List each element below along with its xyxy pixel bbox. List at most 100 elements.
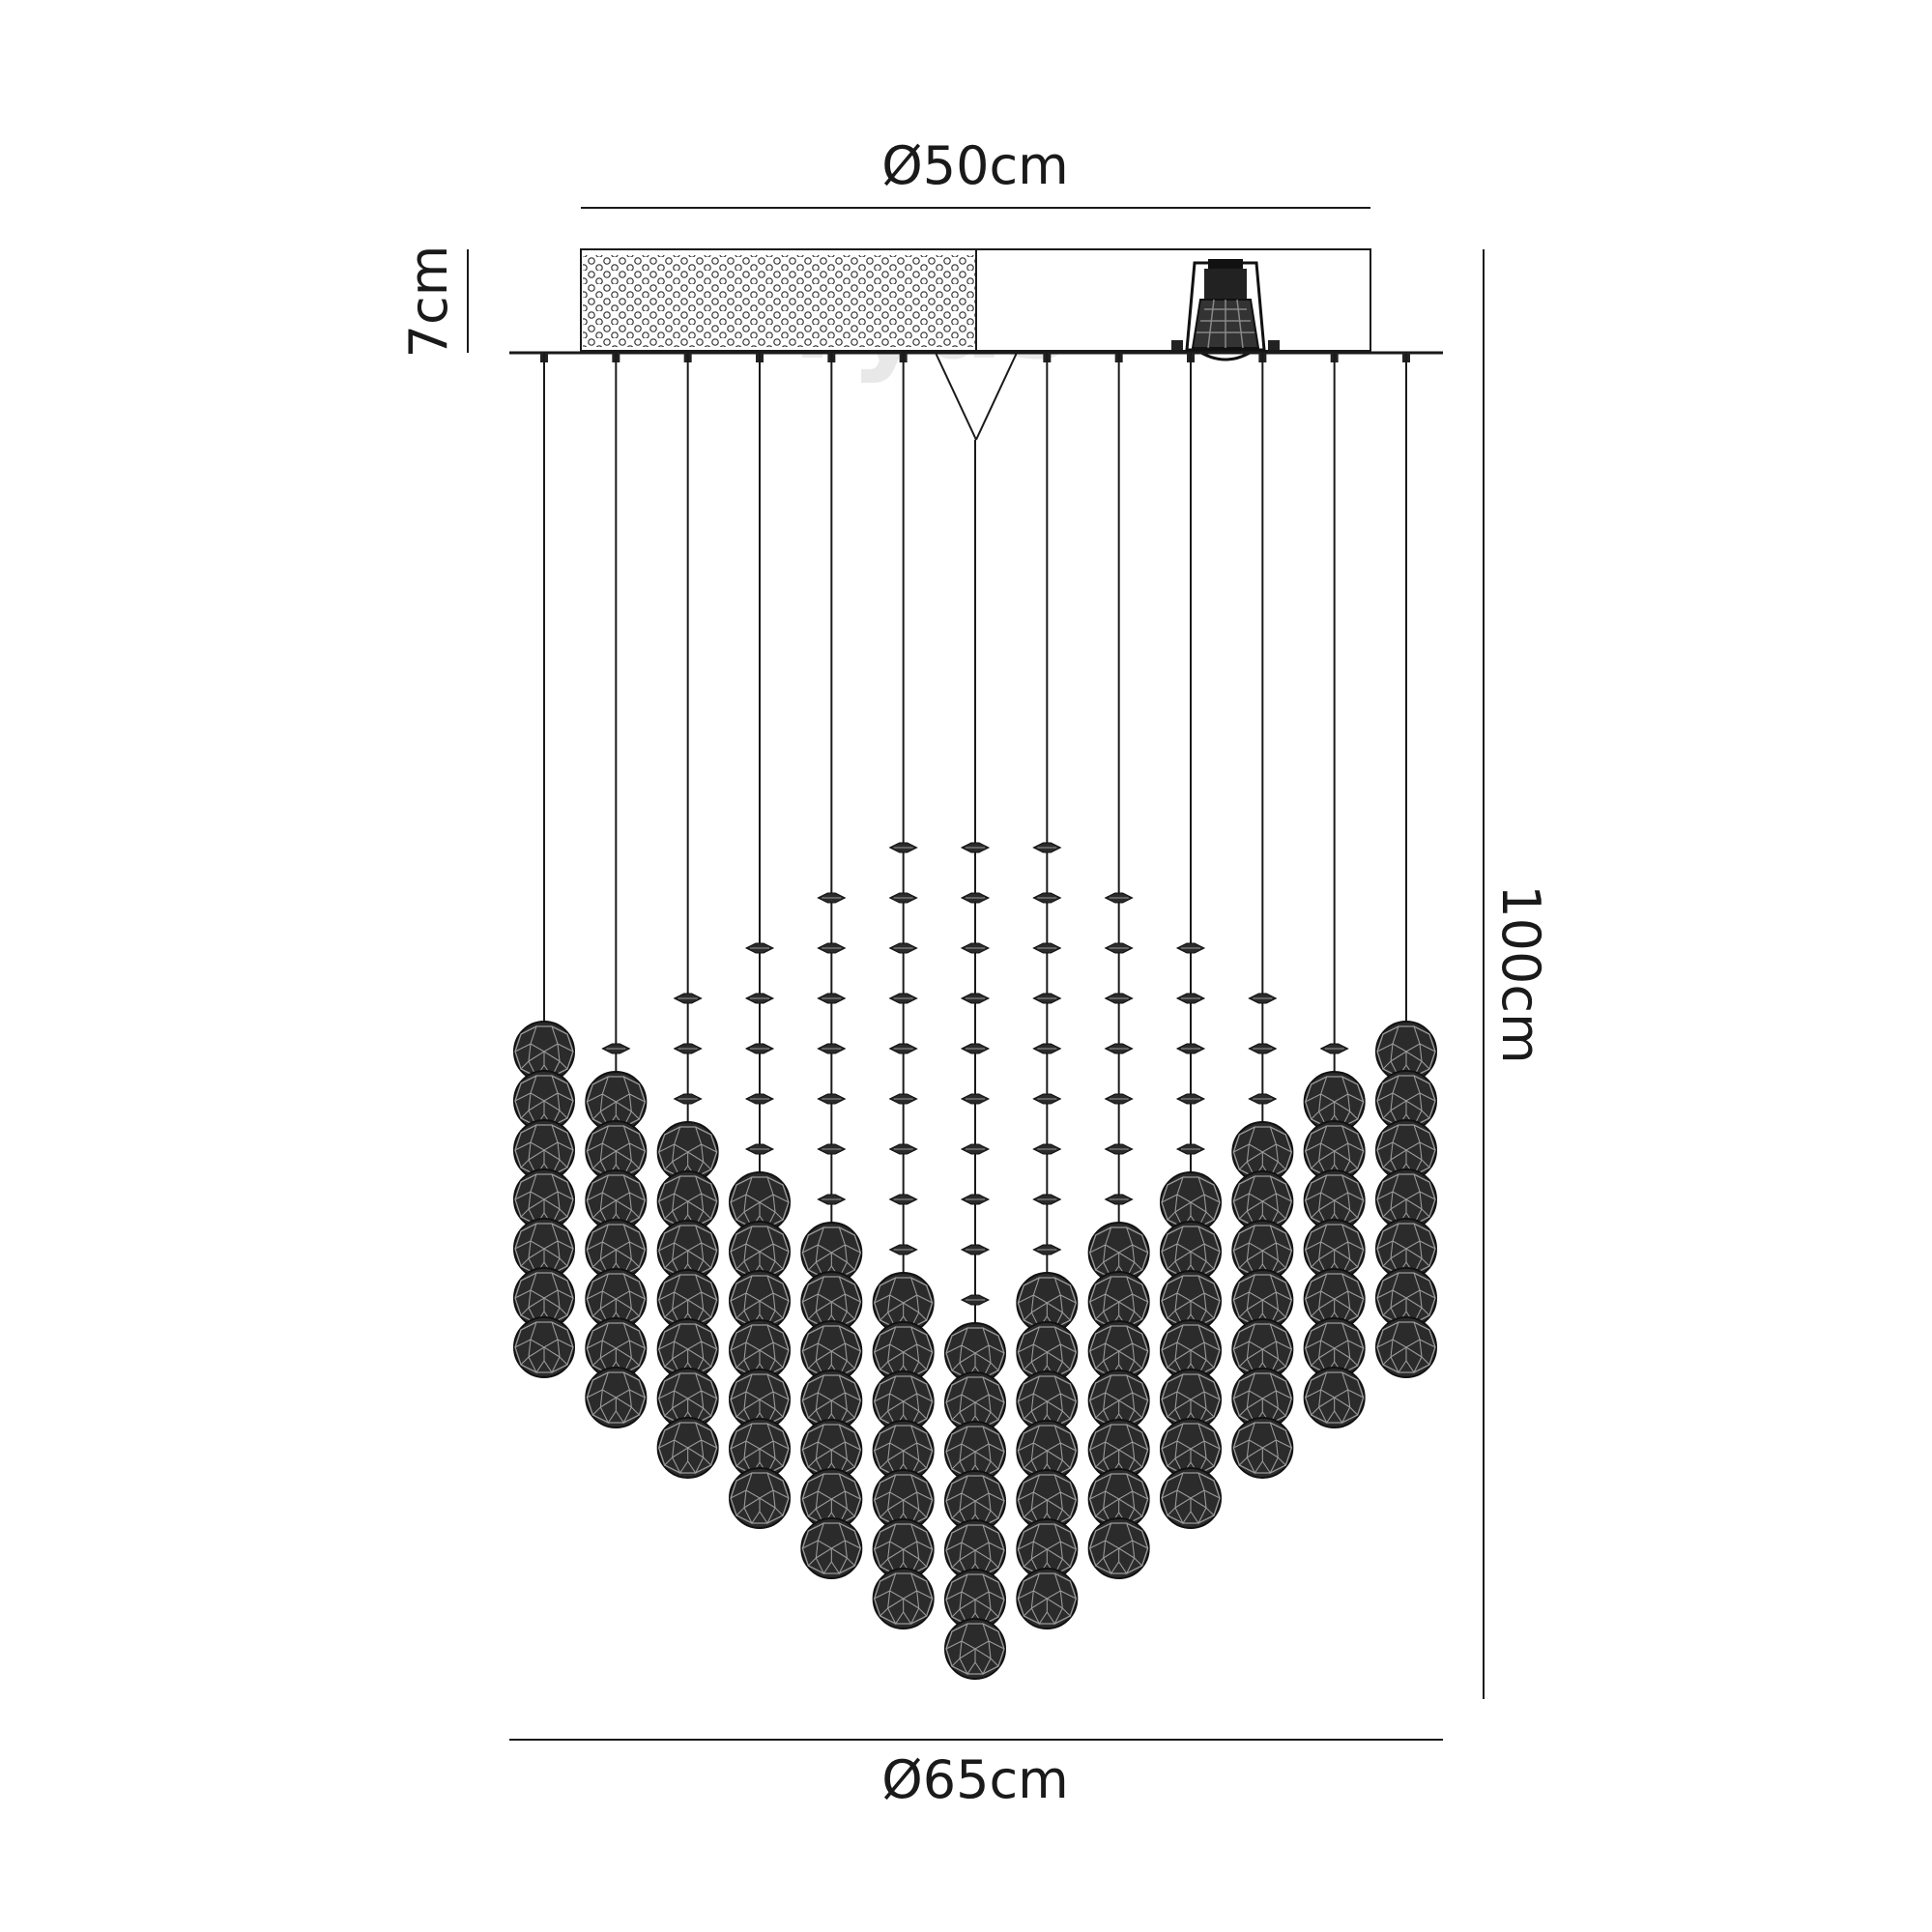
crystal-bead [1032,842,1061,853]
crystal-bead [889,1043,918,1054]
drop-1 [513,353,575,1378]
perforated-panel [583,255,976,347]
crystal-bead [1176,1043,1205,1054]
crystal-ball [800,1517,863,1579]
crystal-bead [817,892,846,904]
crystal-ball [1160,1467,1222,1529]
crystal-bead [1105,1093,1134,1105]
crystal-bead [1248,1043,1277,1054]
center-v-cable [935,352,1018,441]
crystal-bead [745,1043,774,1054]
crystal-bead [817,1093,846,1105]
crystal-bead [1176,1093,1205,1105]
crystal-bead [889,1194,918,1205]
crystal-bead [1176,942,1205,954]
crystal-ball [1375,1316,1437,1378]
canopy-height-label: 7cm [398,245,459,359]
bottom-diameter-label: Ø65cm [881,1749,1069,1810]
top-diameter-dimension: Ø50cm [581,135,1370,209]
drop-10 [1160,353,1222,1529]
spotlight-icon [1185,259,1266,361]
crystal-bead [1105,1194,1134,1205]
crystal-bead [745,993,774,1004]
crystal-drops [513,353,1437,1680]
crystal-bead [961,993,990,1004]
crystal-ball [656,1417,719,1479]
crystal-bead [674,1093,703,1105]
crystal-ball [872,1568,935,1629]
crystal-bead [817,1143,846,1155]
crystal-bead [961,1093,990,1105]
drop-13 [1375,353,1437,1378]
total-height-dimension: 100cm [1483,249,1551,1699]
drop-5 [800,353,863,1579]
crystal-bead [961,892,990,904]
crystal-bead [961,1244,990,1255]
crystal-bead [1032,1194,1061,1205]
crystal-ball [1231,1417,1294,1479]
crystal-bead [961,1194,990,1205]
drop-8 [1016,353,1079,1629]
drop-9 [1087,353,1150,1579]
crystal-bead [1320,1043,1349,1054]
top-diameter-label: Ø50cm [881,135,1069,196]
crystal-bead [674,993,703,1004]
crystal-bead [1248,1093,1277,1105]
drop-7 [944,440,1006,1680]
crystal-ball [944,1618,1006,1680]
crystal-bead [1032,1244,1061,1255]
crystal-bead [1032,1143,1061,1155]
crystal-bead [889,842,918,853]
crystal-bead [889,942,918,954]
crystal-ball [729,1467,791,1529]
drop-2 [585,353,648,1428]
crystal-bead [889,993,918,1004]
drop-11 [1231,353,1294,1479]
crystal-bead [1105,942,1134,954]
crystal-bead [961,1043,990,1054]
crystal-bead [961,1143,990,1155]
total-height-label: 100cm [1490,884,1551,1063]
crystal-bead [961,942,990,954]
crystal-ball [1303,1367,1366,1428]
crystal-bead [1105,993,1134,1004]
crystal-ball [1016,1568,1079,1629]
canopy-height-dimension: 7cm [398,245,469,359]
crystal-bead [817,1194,846,1205]
crystal-ball [1087,1517,1150,1579]
crystal-bead [1032,942,1061,954]
crystal-bead [1105,892,1134,904]
crystal-bead [817,942,846,954]
crystal-bead [889,1093,918,1105]
crystal-bead [817,993,846,1004]
drop-4 [729,353,791,1529]
crystal-bead [1032,993,1061,1004]
bottom-diameter-dimension: Ø65cm [509,1739,1443,1810]
crystal-bead [1032,1043,1061,1054]
crystal-bead [1176,1143,1205,1155]
crystal-ball [585,1367,648,1428]
crystal-bead [601,1043,630,1054]
crystal-bead [1248,993,1277,1004]
crystal-bead [745,1143,774,1155]
canopy [580,248,1371,361]
drop-12 [1303,353,1366,1428]
crystal-bead [1032,892,1061,904]
crystal-bead [889,1143,918,1155]
crystal-bead [674,1043,703,1054]
crystal-bead [961,842,990,853]
crystal-bead [1105,1043,1134,1054]
drop-6 [872,353,935,1629]
crystal-bead [745,942,774,954]
crystal-bead [961,1294,990,1306]
crystal-bead [817,1043,846,1054]
crystal-bead [889,892,918,904]
crystal-bead [1176,993,1205,1004]
crystal-ball [513,1316,575,1378]
crystal-bead [1105,1143,1134,1155]
crystal-bead [745,1093,774,1105]
crystal-bead [1032,1093,1061,1105]
crystal-bead [889,1244,918,1255]
drop-3 [656,353,719,1479]
